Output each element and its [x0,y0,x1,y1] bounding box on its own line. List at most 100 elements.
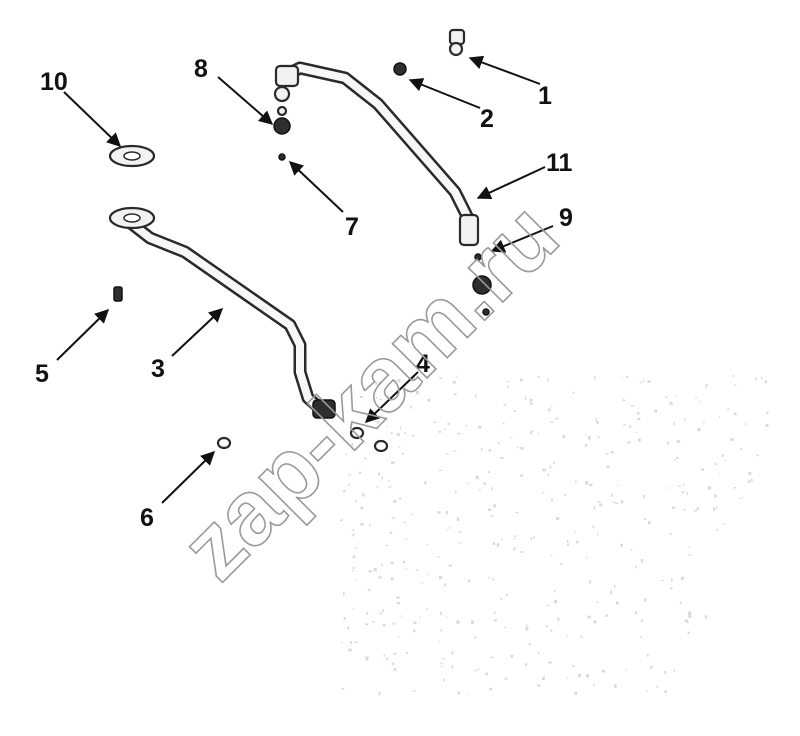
leader-10 [63,91,122,147]
ghost-speck [390,562,394,565]
ghost-speck [441,665,443,668]
ghost-speck [385,395,389,397]
ghost-speck [360,506,364,510]
ghost-speck [593,620,597,624]
ghost-speck [513,409,516,412]
ghost-speck [447,422,450,426]
ghost-speck [452,381,456,384]
ghost-speck [696,507,700,510]
ghost-speck [355,579,357,582]
ghost-speck [578,673,581,678]
ghost-speck [375,381,378,385]
ghost-speck [656,686,659,688]
ghost-speck [403,561,406,564]
ghost-speck [631,405,634,407]
ghost-speck [557,617,560,621]
washer-2 [393,62,407,76]
ghost-speck [369,523,371,527]
ghost-speck [766,411,769,414]
ghost-speck [697,427,701,432]
ghost-speck [706,384,709,386]
ghost-speck [764,380,767,384]
ghost-speck [625,669,627,671]
ghost-speck [675,394,677,397]
ghost-speck [610,450,614,454]
ghost-speck [566,539,569,543]
ghost-speck [707,486,712,490]
ghost-speck [391,461,395,464]
ghost-speck [637,417,641,421]
ghost-speck [378,692,381,696]
ghost-speck [513,547,516,551]
ghost-speck [405,652,408,654]
ghost-speck [343,437,345,439]
lower-oil-pipe [108,206,336,419]
ghost-speck [702,421,705,423]
callout-8: 8 [194,55,208,83]
ghost-speck [674,458,676,461]
ghost-speck [382,609,384,613]
ghost-speck [412,434,415,437]
ghost-speck [612,501,616,503]
ghost-speck [705,385,707,389]
ghost-speck [688,615,692,618]
ghost-speck [563,494,567,496]
ghost-speck [528,643,531,646]
ghost-speck [744,423,747,425]
ghost-speck [733,412,737,416]
ghost-speck [575,480,577,484]
leader-11 [476,166,546,200]
ghost-speck [365,656,369,658]
ghost-speck [389,531,393,534]
ghost-speck [403,521,407,523]
ghost-speck [668,487,670,489]
ghost-speck [345,453,348,456]
ghost-speck [485,672,488,676]
ghost-speck [551,499,553,502]
ghost-speck [580,635,583,638]
ghost-speck [688,546,690,548]
ghost-speck [493,504,496,508]
ghost-speck [682,484,685,486]
ghost-speck [542,676,545,680]
ghost-speck [465,424,467,427]
ghost-speck [680,576,684,580]
ghost-speck [493,611,496,614]
callout-1: 1 [538,82,552,110]
ghost-speck [530,537,532,541]
ghost-speck [510,436,513,439]
ghost-speck [732,375,735,377]
ghost-speck [623,424,626,426]
ghost-speck [646,654,649,657]
ghost-speck [589,580,592,584]
ghost-speck [351,443,354,447]
flange-gasket [108,144,156,168]
ghost-speck [748,472,752,475]
ghost-speck [586,556,588,559]
ghost-speck [367,588,371,591]
ghost-speck [686,491,688,496]
ghost-speck [584,443,588,447]
ghost-speck [364,457,367,460]
ghost-speck [638,438,641,442]
leader-lines [56,55,554,504]
ghost-speck [520,551,523,553]
ghost-speck [553,590,556,593]
ghost-speck [574,691,577,695]
ghost-speck [520,447,524,450]
ghost-speck [389,516,391,518]
ghost-speck [520,474,523,477]
ghost-speck [348,483,350,487]
ghost-speck [722,523,725,525]
ghost-speck [554,599,557,604]
leader-2 [408,78,481,109]
ghost-speck [386,425,388,428]
callout-4: 4 [416,350,430,378]
callout-7: 7 [345,213,359,241]
ghost-speck [683,509,686,511]
ghost-speck [378,472,381,476]
ghost-speck [549,465,552,469]
ghost-speck [648,520,651,525]
ghost-speck [354,641,358,643]
ghost-speck [526,624,528,628]
